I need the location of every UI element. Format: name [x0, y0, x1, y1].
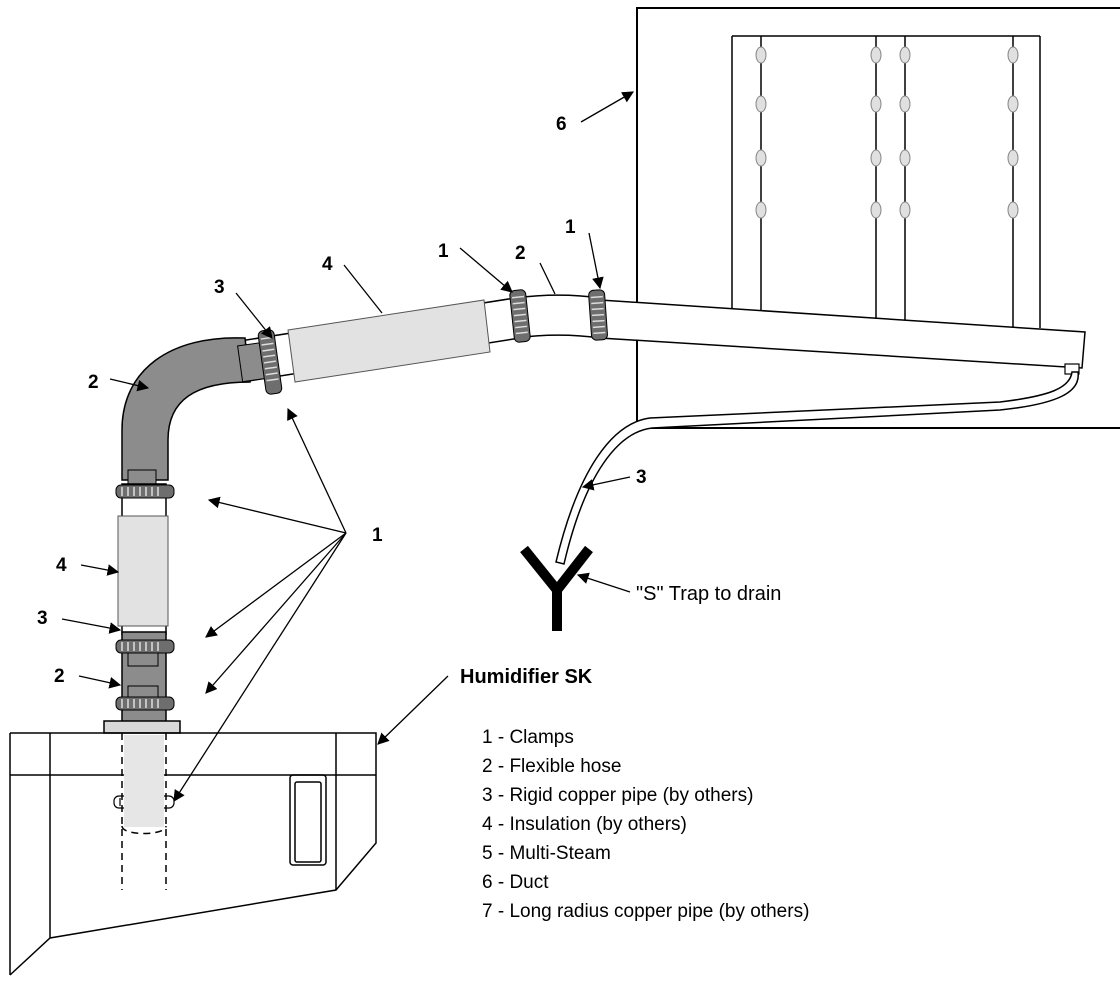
callout-clamp-top-right-1: 1 [565, 217, 576, 238]
legend-item: 2 - Flexible hose [482, 756, 621, 777]
clamp-icon [115, 639, 175, 654]
clamp-icon [115, 484, 175, 499]
insulation-top [287, 299, 491, 383]
drain-pipe [555, 371, 1079, 565]
callout-hose-top-2: 2 [515, 243, 526, 264]
s-trap-icon [520, 545, 593, 631]
legend: 1 - Clamps 2 - Flexible hose 3 - Rigid c… [482, 727, 809, 922]
legend-item: 4 - Insulation (by others) [482, 814, 687, 835]
leader-lines [61, 91, 635, 802]
clamp-icon [509, 289, 531, 343]
callout-copper-left-3: 3 [37, 608, 48, 629]
callout-hose-lower-2: 2 [54, 666, 65, 687]
callout-hose-elbow-2: 2 [88, 372, 99, 393]
callout-insulation-top-4: 4 [322, 254, 333, 275]
legend-item: 7 - Long radius copper pipe (by others) [482, 901, 809, 922]
hose-elbow [121, 337, 251, 481]
humidifier-flange [103, 720, 181, 734]
callout-copper-top-3: 3 [214, 277, 225, 298]
callout-duct-6: 6 [556, 114, 567, 135]
callout-clamp-top-left-1: 1 [438, 241, 449, 262]
humidifier-title: Humidifier SK [460, 666, 593, 688]
clamp-icon [588, 289, 608, 341]
legend-item: 3 - Rigid copper pipe (by others) [482, 785, 753, 806]
clamp-icon [115, 696, 175, 711]
duct [636, 7, 1120, 429]
legend-item: 1 - Clamps [482, 727, 574, 748]
callout-drain-pipe-3: 3 [636, 467, 647, 488]
steam-outlet [124, 735, 164, 827]
steam-nozzles [755, 46, 1019, 219]
s-trap-label: "S" Trap to drain [636, 583, 781, 605]
distributor-rails [731, 35, 1041, 328]
insulation-left [117, 515, 169, 627]
callout-clamps-group-1: 1 [372, 525, 383, 546]
steam-outlet-dashed [121, 733, 167, 890]
legend-item: 6 - Duct [482, 872, 549, 893]
callout-insulation-left-4: 4 [56, 555, 67, 576]
humidifier-cabinet [9, 732, 377, 976]
legend-item: 5 - Multi-Steam [482, 843, 611, 864]
